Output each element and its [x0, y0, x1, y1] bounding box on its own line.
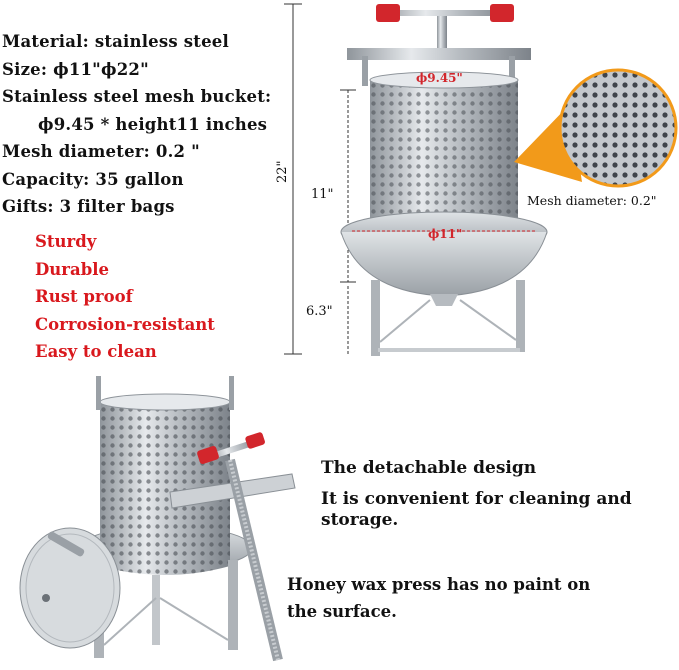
spec-size: Size: ϕ11"ϕ22": [2, 59, 149, 79]
feature-corrosion: Corrosion-resistant: [35, 314, 215, 334]
dimension-lines: [284, 3, 356, 355]
spec-gifts: Gifts: 3 filter bags: [2, 197, 175, 216]
feature-durable: Durable: [35, 259, 109, 279]
spec-bucket: Stainless steel mesh bucket:: [2, 87, 272, 106]
dim-bucket-height: 11": [311, 187, 334, 202]
feature-sturdy: Sturdy: [35, 232, 97, 251]
press-handle: [376, 4, 514, 56]
spec-bucket-size: ϕ9.45 * height11 inches: [38, 114, 268, 134]
feature-list: Sturdy Durable Rust proof Corrosion-resi…: [35, 228, 215, 366]
disassembled-press: [19, 376, 296, 662]
spec-mesh: Mesh diameter: 0.2 ": [2, 142, 200, 161]
feature-easy-clean: Easy to clean: [35, 342, 157, 361]
dim-leg-height: 6.3": [306, 304, 333, 319]
dim-bucket-diameter: ϕ9.45": [416, 71, 463, 85]
no-paint-note: Honey wax press has no paint on the surf…: [287, 575, 591, 621]
collection-tray: [340, 211, 548, 306]
detachable-body: It is convenient for cleaning and storag…: [321, 489, 632, 530]
spec-material: Material: stainless steel: [2, 32, 229, 51]
mesh-zoom: [558, 68, 678, 188]
mesh-callout-label: Mesh diameter: 0.2": [527, 193, 657, 208]
detachable-title: The detachable design: [321, 458, 537, 478]
feature-rust-proof: Rust proof: [35, 287, 133, 306]
spec-list: Material: stainless steel Size: ϕ11"ϕ22"…: [2, 28, 292, 221]
dim-tray-diameter: ϕ11": [428, 227, 462, 241]
stand-legs: [371, 280, 525, 356]
crossbar: [347, 48, 531, 60]
dim-total-height: 22": [275, 160, 290, 183]
spec-capacity: Capacity: 35 gallon: [2, 169, 184, 189]
